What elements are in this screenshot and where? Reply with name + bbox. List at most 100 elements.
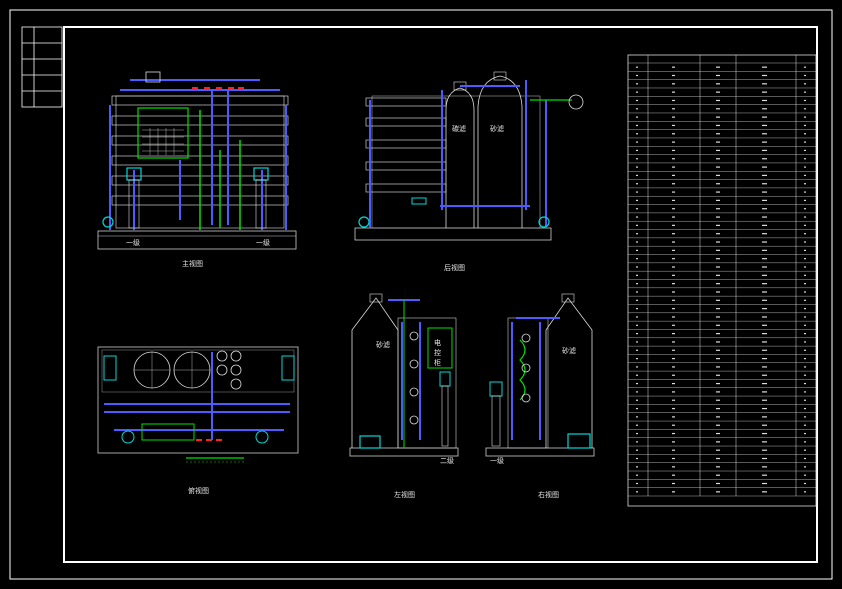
table-cell-mark — [636, 74, 638, 77]
inner-frame — [63, 26, 818, 563]
table-cell-mark — [716, 424, 720, 426]
table-cell-mark — [762, 399, 767, 401]
table-cell-mark — [716, 407, 720, 410]
table-cell-mark — [672, 108, 675, 110]
table-cell-mark — [804, 158, 806, 160]
table-cell-mark — [716, 349, 720, 351]
table-cell-mark — [762, 283, 767, 285]
table-cell-mark — [636, 382, 638, 385]
table-cell-mark — [672, 324, 675, 326]
table-cell-mark — [672, 374, 675, 376]
table-cell-mark — [636, 166, 638, 168]
table-cell-mark — [672, 457, 675, 460]
table-cell-mark — [716, 174, 720, 177]
table-cell-mark — [636, 108, 638, 110]
table-cell-mark — [672, 382, 675, 385]
table-cell-mark — [716, 366, 720, 368]
table-cell-mark — [672, 166, 675, 168]
table-cell-mark — [672, 358, 675, 360]
table-cell-mark — [672, 291, 675, 293]
table-cell-mark — [672, 149, 675, 152]
table-cell-mark — [804, 149, 806, 152]
table-cell-mark — [636, 274, 638, 276]
table-cell-mark — [762, 83, 767, 85]
table-cell-mark — [762, 66, 767, 68]
front-stage1-left-label: 一级 — [126, 239, 140, 247]
rear-view-title: 后视图 — [444, 264, 465, 272]
table-cell-mark — [636, 441, 638, 443]
table-cell-mark — [762, 333, 767, 335]
table-cell-mark — [804, 258, 806, 260]
table-cell-mark — [762, 441, 767, 443]
table-cell-mark — [762, 366, 767, 368]
table-cell-mark — [762, 124, 767, 127]
table-cell-mark — [716, 466, 720, 468]
table-cell-mark — [636, 424, 638, 426]
table-cell-mark — [636, 124, 638, 127]
table-cell-mark — [716, 183, 720, 185]
table-cell-mark — [804, 374, 806, 376]
table-cell-mark — [762, 174, 767, 177]
table-cell-mark — [762, 199, 767, 201]
table-cell-mark — [672, 124, 675, 127]
table-cell-mark — [672, 333, 675, 335]
table-cell-mark — [762, 391, 767, 393]
table-cell-mark — [636, 399, 638, 401]
table-cell-mark — [672, 158, 675, 160]
table-cell-mark — [672, 199, 675, 201]
table-cell-mark — [672, 366, 675, 368]
right-view — [485, 293, 595, 457]
table-cell-mark — [716, 333, 720, 335]
table-cell-mark — [672, 266, 675, 268]
table-cell-mark — [804, 216, 806, 218]
table-cell-mark — [804, 324, 806, 326]
table-cell-mark — [804, 266, 806, 268]
left-view-title: 左视图 — [394, 491, 415, 499]
table-cell-mark — [672, 208, 675, 210]
table-cell-mark — [762, 233, 767, 235]
table-cell-mark — [762, 308, 767, 310]
table-cell-mark — [672, 482, 675, 485]
table-cell-mark — [672, 224, 675, 226]
table-cell-mark — [762, 224, 767, 226]
table-cell-mark — [672, 83, 675, 85]
table-cell-mark — [636, 283, 638, 285]
table-cell-mark — [636, 183, 638, 185]
table-cell-mark — [636, 366, 638, 368]
table-cell-mark — [762, 424, 767, 426]
table-cell-mark — [636, 141, 638, 143]
table-cell-mark — [762, 116, 767, 118]
table-cell-mark — [716, 266, 720, 268]
table-cell-mark — [672, 308, 675, 310]
table-cell-mark — [636, 349, 638, 351]
table-cell-mark — [762, 382, 767, 385]
table-cell-mark — [636, 199, 638, 201]
table-cell-mark — [804, 299, 806, 301]
table-cell-mark — [716, 432, 720, 435]
table-cell-mark — [716, 249, 720, 251]
table-cell-mark — [762, 183, 767, 185]
table-cell-mark — [672, 416, 675, 418]
binding-block — [21, 26, 63, 108]
table-cell-mark — [716, 291, 720, 293]
table-cell-mark — [804, 382, 806, 385]
table-cell-mark — [636, 299, 638, 301]
table-cell-mark — [804, 308, 806, 310]
table-cell-mark — [804, 116, 806, 118]
table-cell-mark — [672, 66, 675, 68]
right-view-title: 右视图 — [538, 491, 559, 499]
rear-view — [354, 71, 584, 241]
table-cell-mark — [804, 108, 806, 110]
table-cell-mark — [762, 374, 767, 376]
table-cell-mark — [672, 441, 675, 443]
table-cell-mark — [804, 441, 806, 443]
table-cell-mark — [804, 83, 806, 85]
table-cell-mark — [636, 341, 638, 343]
table-cell-mark — [762, 241, 767, 243]
table-cell-mark — [716, 316, 720, 318]
table-cell-mark — [716, 274, 720, 276]
left-stage2-label: 二级 — [440, 457, 454, 465]
table-cell-mark — [636, 149, 638, 152]
rear-sand-filter-label: 砂滤 — [490, 125, 504, 133]
